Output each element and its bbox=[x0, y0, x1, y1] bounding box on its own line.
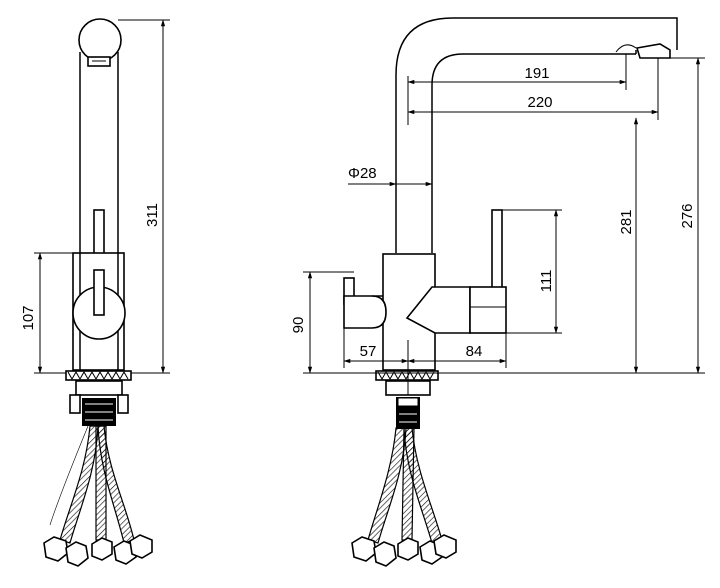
dim-label-220: 220 bbox=[527, 94, 552, 111]
dim-label-311: 311 bbox=[144, 203, 161, 227]
side-view-spout-top bbox=[78, 18, 122, 67]
front-view-body bbox=[343, 209, 507, 371]
side-view: 311 107 bbox=[20, 18, 170, 567]
dim-label-diameter: Φ28 bbox=[348, 165, 377, 182]
front-view: 191 220 Φ28 111 281 276 bbox=[290, 17, 705, 567]
front-view-dim-diameter: Φ28 bbox=[348, 165, 433, 187]
dim-label-90: 90 bbox=[290, 317, 307, 334]
dim-label-191: 191 bbox=[524, 65, 549, 82]
side-view-pipe bbox=[79, 52, 119, 253]
dim-label-281: 281 bbox=[618, 209, 635, 234]
front-view-dim-220: 220 bbox=[407, 58, 659, 120]
front-view-dim-90: 90 bbox=[290, 271, 354, 374]
side-view-dim-107: 107 bbox=[20, 252, 73, 374]
front-view-hoses bbox=[351, 427, 457, 567]
side-view-hoses bbox=[43, 425, 153, 567]
front-view-dim-57-84: 57 84 bbox=[343, 328, 507, 368]
dim-label-84: 84 bbox=[466, 343, 483, 360]
front-view-dim-276: 276 bbox=[670, 57, 705, 374]
side-view-dim-311: 311 bbox=[118, 19, 170, 374]
front-view-dim-111: 111 bbox=[502, 209, 562, 334]
front-view-dim-191: 191 bbox=[407, 54, 627, 125]
side-view-base bbox=[65, 370, 132, 426]
dim-label-276: 276 bbox=[679, 203, 696, 228]
dim-label-107: 107 bbox=[20, 305, 37, 330]
front-view-spout bbox=[395, 17, 678, 253]
front-view-dim-281: 281 bbox=[618, 117, 639, 374]
dim-label-111: 111 bbox=[538, 270, 555, 293]
side-view-body bbox=[72, 252, 126, 371]
front-view-base bbox=[375, 340, 439, 429]
dim-label-57: 57 bbox=[360, 343, 377, 360]
